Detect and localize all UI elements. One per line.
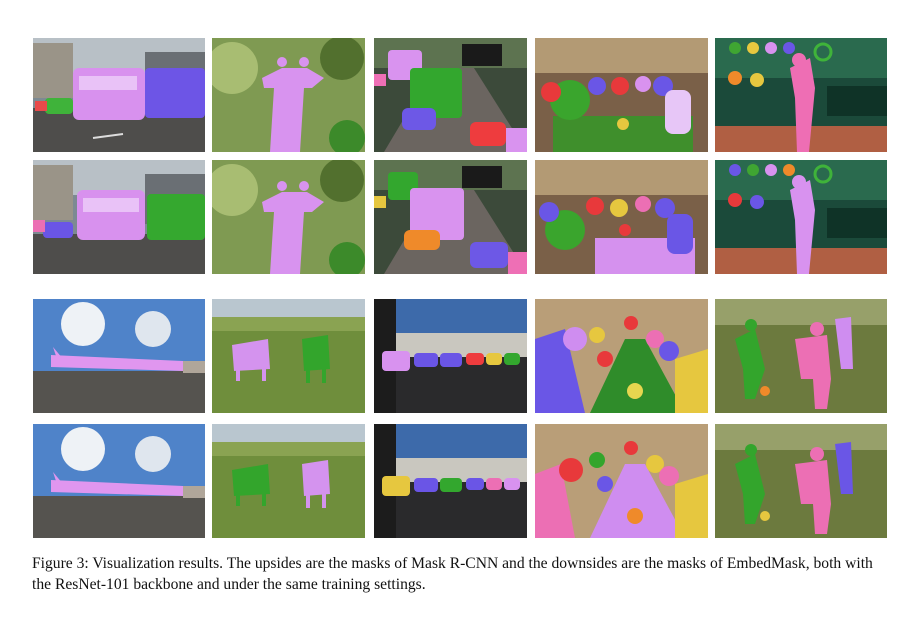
panel-tennis-embedmask <box>715 160 887 274</box>
panel-traffic-maskrcnn <box>374 38 527 152</box>
panel-soccer-maskrcnn <box>715 299 887 413</box>
panel-traffic-embedmask <box>374 160 527 274</box>
panel-airplane-embedmask <box>33 424 205 538</box>
panel-giraffe-maskrcnn <box>212 38 365 152</box>
figure-caption: Figure 3: Visualization results. The ups… <box>32 555 873 593</box>
panel-streetcars-embedmask <box>374 424 527 538</box>
panel-soccer-embedmask <box>715 424 887 538</box>
panel-banquet-maskrcnn <box>535 299 708 413</box>
panel-banquet-embedmask <box>535 424 708 538</box>
panel-airplane-maskrcnn <box>33 299 205 413</box>
panel-street-bus-maskrcnn <box>33 38 205 152</box>
panel-cows-maskrcnn <box>212 299 365 413</box>
panel-dinner-embedmask <box>535 160 708 274</box>
panel-streetcars-maskrcnn <box>374 299 527 413</box>
panel-street-bus-embedmask <box>33 160 205 274</box>
panel-tennis-maskrcnn <box>715 38 887 152</box>
panel-dinner-maskrcnn <box>535 38 708 152</box>
panel-giraffe-embedmask <box>212 160 365 274</box>
panel-cows-embedmask <box>212 424 365 538</box>
